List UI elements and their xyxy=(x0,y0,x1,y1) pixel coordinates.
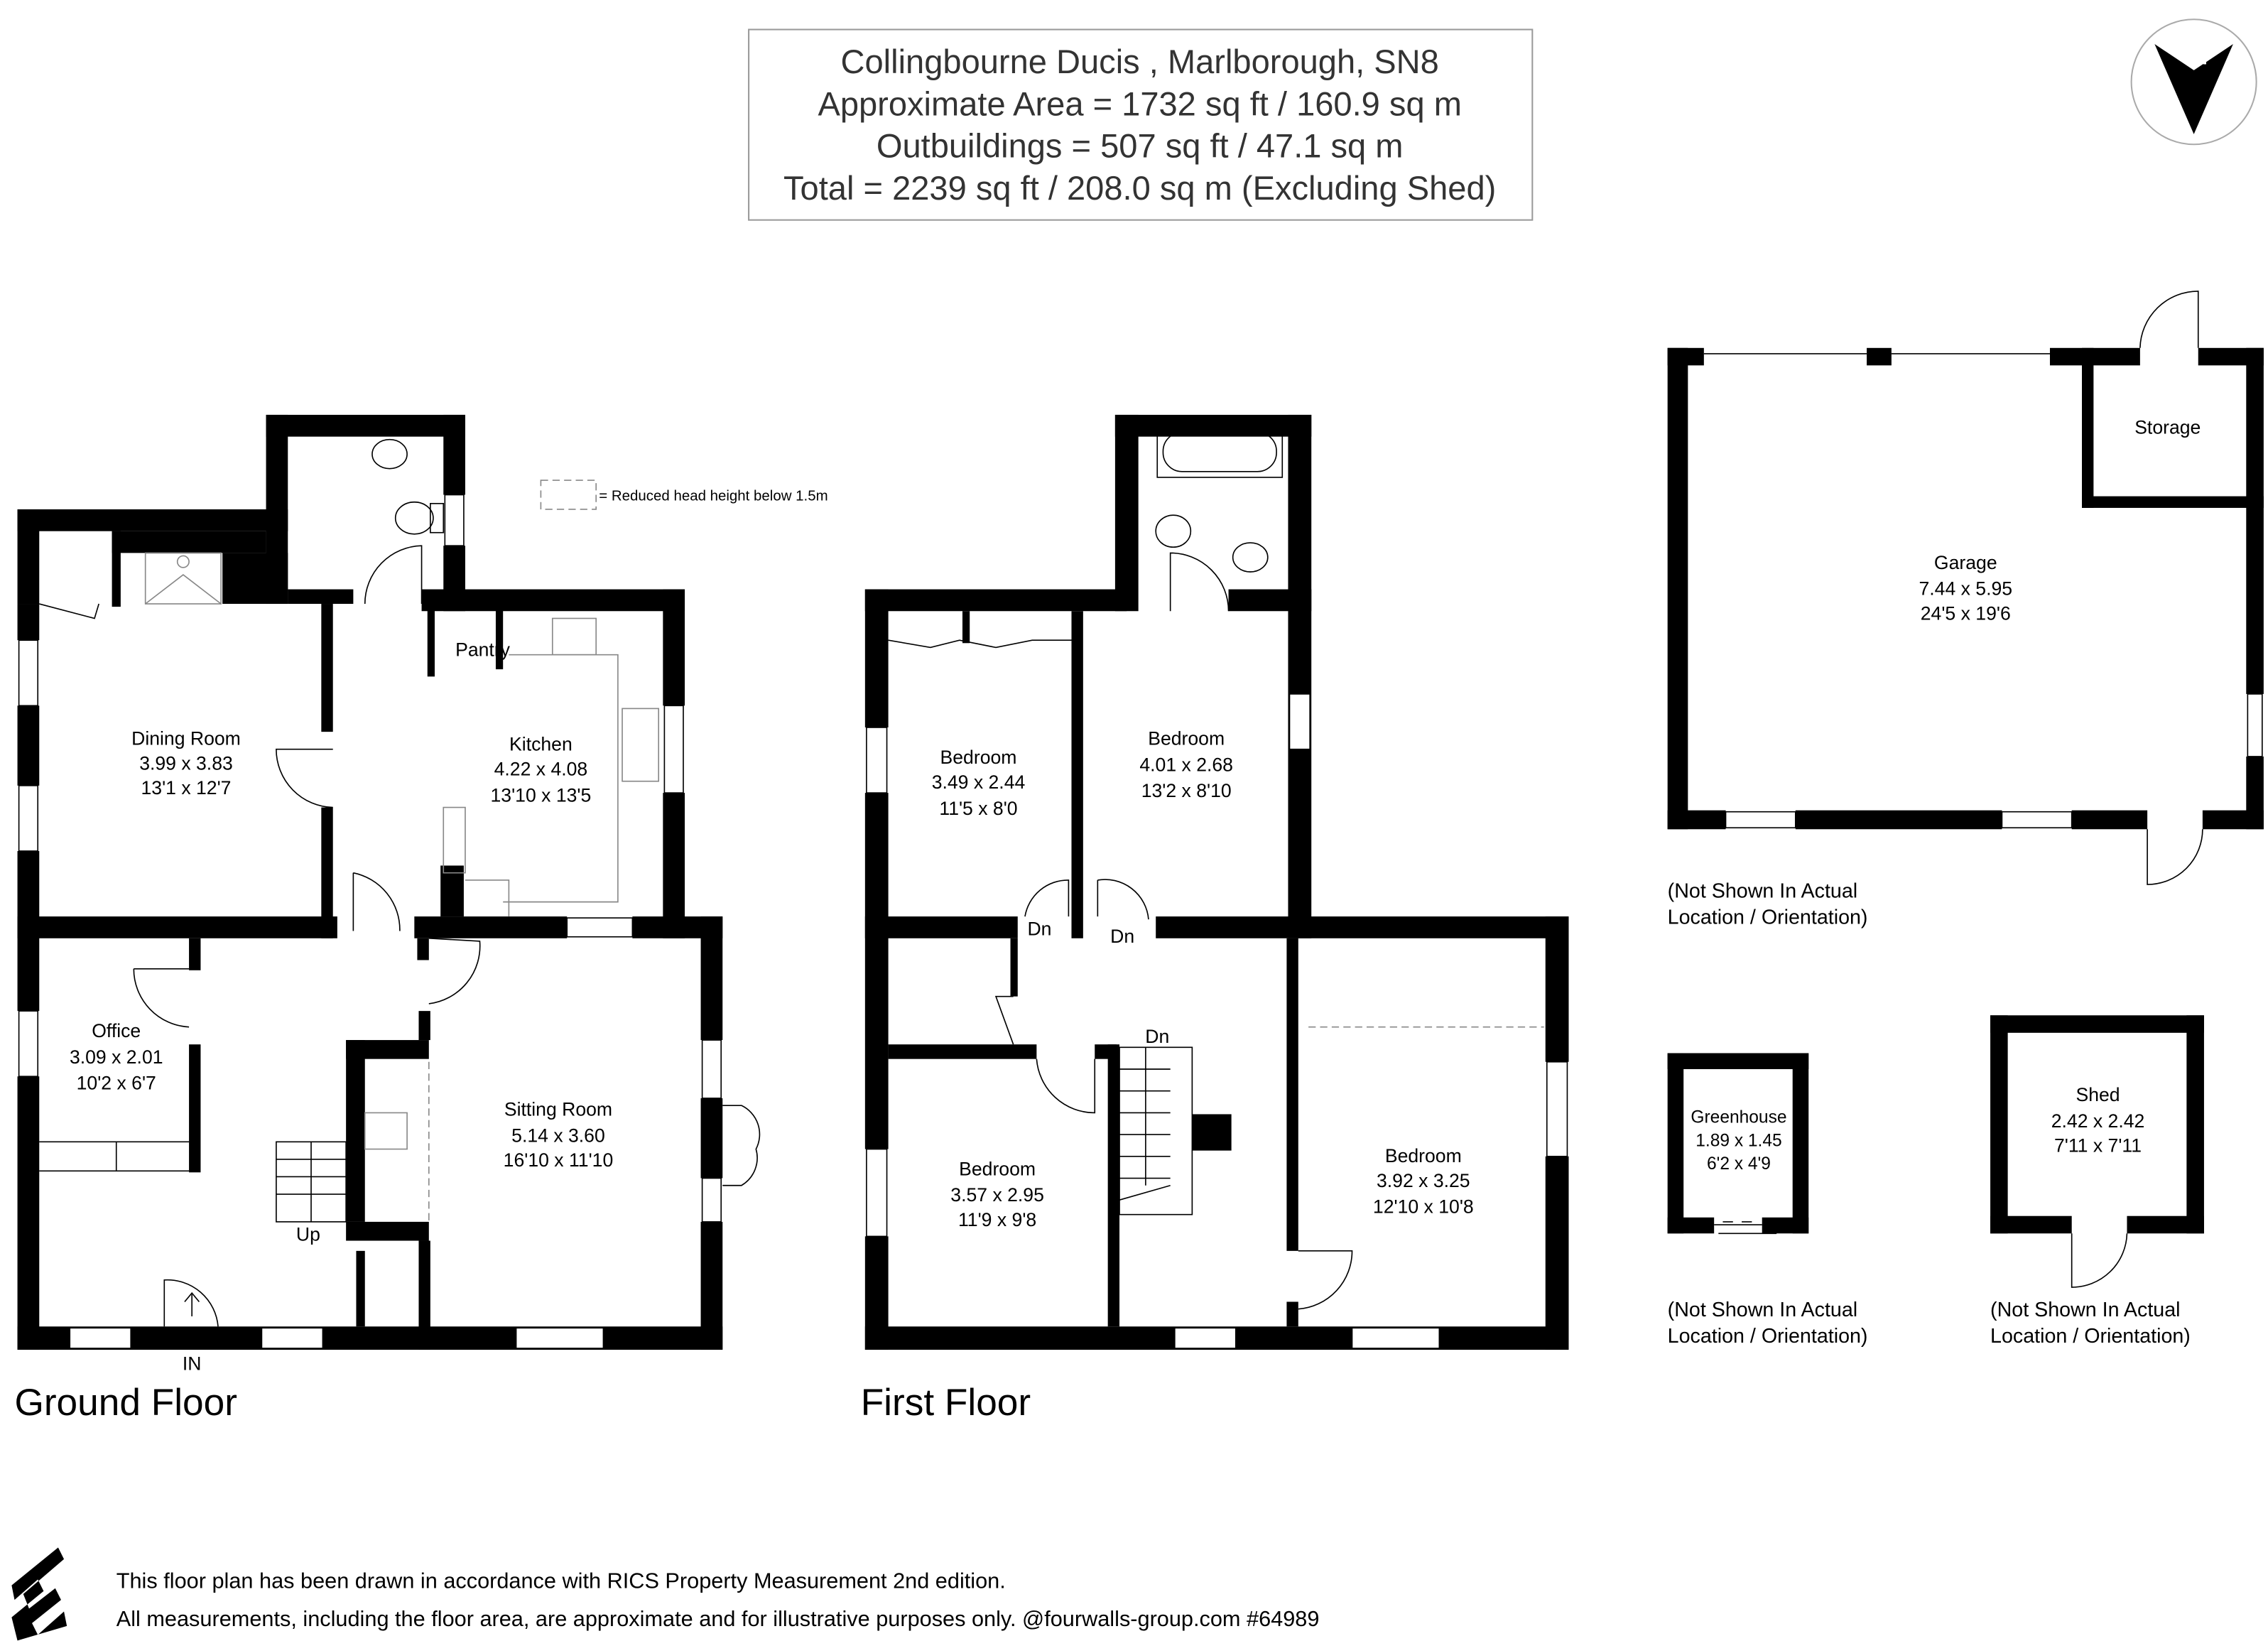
kitchen-name: Kitchen xyxy=(509,734,573,755)
bedroom-2-metric: 4.01 x 2.68 xyxy=(1139,754,1233,775)
shed-note-line2: Location / Orientation) xyxy=(1990,1325,2191,1348)
footer-disclaimer: All measurements, including the floor ar… xyxy=(116,1606,1320,1631)
first-floor-windows xyxy=(866,693,1568,1349)
bedroom-4-name: Bedroom xyxy=(1385,1145,1462,1166)
greenhouse-note-line1: (Not Shown In Actual xyxy=(1668,1299,1857,1321)
garage-name: Garage xyxy=(1934,552,1997,573)
bedroom-3-name: Bedroom xyxy=(959,1158,1036,1179)
kitchen-metric: 4.22 x 4.08 xyxy=(494,759,588,780)
bedroom-1-name: Bedroom xyxy=(940,747,1017,768)
ground-floor-windows xyxy=(18,494,722,1349)
bedroom-4-imperial: 12'10 x 10'8 xyxy=(1373,1196,1474,1218)
greenhouse-name: Greenhouse xyxy=(1691,1108,1786,1127)
garage-imperial: 24'5 x 19'6 xyxy=(1921,603,2011,624)
compass-label: N xyxy=(2191,43,2208,70)
shed: Shed 2.42 x 2.42 7'11 x 7'11 (Not Shown … xyxy=(1990,1015,2204,1348)
stairs-dn-label: Dn xyxy=(1027,919,1051,940)
bedroom-1-imperial: 11'5 x 8'0 xyxy=(939,798,1017,819)
greenhouse-metric: 1.89 x 1.45 xyxy=(1695,1131,1781,1150)
shed-note-line1: (Not Shown In Actual xyxy=(1990,1299,2180,1321)
legend: = Reduced head height below 1.5m xyxy=(540,480,828,510)
office-imperial: 10'2 x 6'7 xyxy=(77,1073,156,1094)
dining-room-name: Dining Room xyxy=(131,728,241,749)
garage-metric: 7.44 x 5.95 xyxy=(1919,578,2012,600)
storage-name: Storage xyxy=(2134,417,2201,438)
north-arrow-icon: N xyxy=(2130,18,2257,146)
first-floor-labels: Bedroom 3.49 x 2.44 11'5 x 8'0 Bedroom 4… xyxy=(861,728,1474,1424)
sitting-room-metric: 5.14 x 3.60 xyxy=(511,1125,605,1146)
bedroom-4-metric: 3.92 x 3.25 xyxy=(1377,1170,1470,1191)
garage-note-line1: (Not Shown In Actual xyxy=(1668,879,1857,902)
fourwalls-logo-icon xyxy=(11,1547,67,1641)
greenhouse-imperial: 6'2 x 4'9 xyxy=(1707,1154,1771,1174)
ground-floor-walls xyxy=(17,414,723,1350)
first-floor-title: First Floor xyxy=(861,1382,1031,1424)
footer-rics-note: This floor plan has been drawn in accord… xyxy=(116,1569,1006,1593)
legend-text: = Reduced head height below 1.5m xyxy=(599,488,828,504)
header-outbuildings: Outbuildings = 507 sq ft / 47.1 sq m xyxy=(877,127,1404,165)
greenhouse: Greenhouse 1.89 x 1.45 6'2 x 4'9 (Not Sh… xyxy=(1667,1053,1868,1348)
shed-name: Shed xyxy=(2076,1084,2120,1105)
dining-room-metric: 3.99 x 3.83 xyxy=(139,752,233,774)
header-address: Collingbourne Ducis , Marlborough, SN8 xyxy=(841,43,1439,80)
first-floor-walls xyxy=(864,414,1569,1350)
sitting-room-name: Sitting Room xyxy=(504,1098,612,1120)
stairs-up-label: Up xyxy=(296,1224,320,1245)
header-area: Approximate Area = 1732 sq ft / 160.9 sq… xyxy=(818,85,1461,122)
ground-floor-fixtures xyxy=(39,438,761,1327)
header-total: Total = 2239 sq ft / 208.0 sq m (Excludi… xyxy=(783,169,1496,207)
garage: Storage Garage 7.44 x 5.95 24'5 x 19'6 (… xyxy=(1667,291,2264,928)
entrance-label: IN xyxy=(183,1353,202,1375)
bedroom-1-metric: 3.49 x 2.44 xyxy=(932,771,1026,793)
stairs-dn-label: Dn xyxy=(1110,926,1134,947)
stairs-dn-label: Dn xyxy=(1145,1026,1169,1047)
bedroom-3-imperial: 11'9 x 9'8 xyxy=(958,1209,1036,1230)
shed-metric: 2.42 x 2.42 xyxy=(2051,1110,2145,1132)
kitchen-imperial: 13'10 x 13'5 xyxy=(491,784,592,806)
office-name: Office xyxy=(92,1020,141,1041)
sitting-room-imperial: 16'10 x 11'10 xyxy=(504,1149,614,1171)
ground-floor-labels: Dining Room 3.99 x 3.83 13'1 x 12'7 Kitc… xyxy=(14,639,613,1424)
greenhouse-note-line2: Location / Orientation) xyxy=(1668,1325,1868,1348)
garage-note-line2: Location / Orientation) xyxy=(1668,906,1868,928)
dining-room-imperial: 13'1 x 12'7 xyxy=(141,777,231,798)
office-metric: 3.09 x 2.01 xyxy=(70,1046,163,1068)
bedroom-2-name: Bedroom xyxy=(1148,728,1225,749)
header-box: Collingbourne Ducis , Marlborough, SN8 A… xyxy=(748,28,1534,221)
first-floor-fixtures xyxy=(888,426,1544,1310)
bedroom-2-imperial: 13'2 x 8'10 xyxy=(1141,780,1232,801)
shed-imperial: 7'11 x 7'11 xyxy=(2054,1135,2142,1157)
bedroom-3-metric: 3.57 x 2.95 xyxy=(950,1184,1044,1206)
ground-floor-title: Ground Floor xyxy=(14,1382,237,1424)
pantry-name: Pantry xyxy=(455,639,511,661)
